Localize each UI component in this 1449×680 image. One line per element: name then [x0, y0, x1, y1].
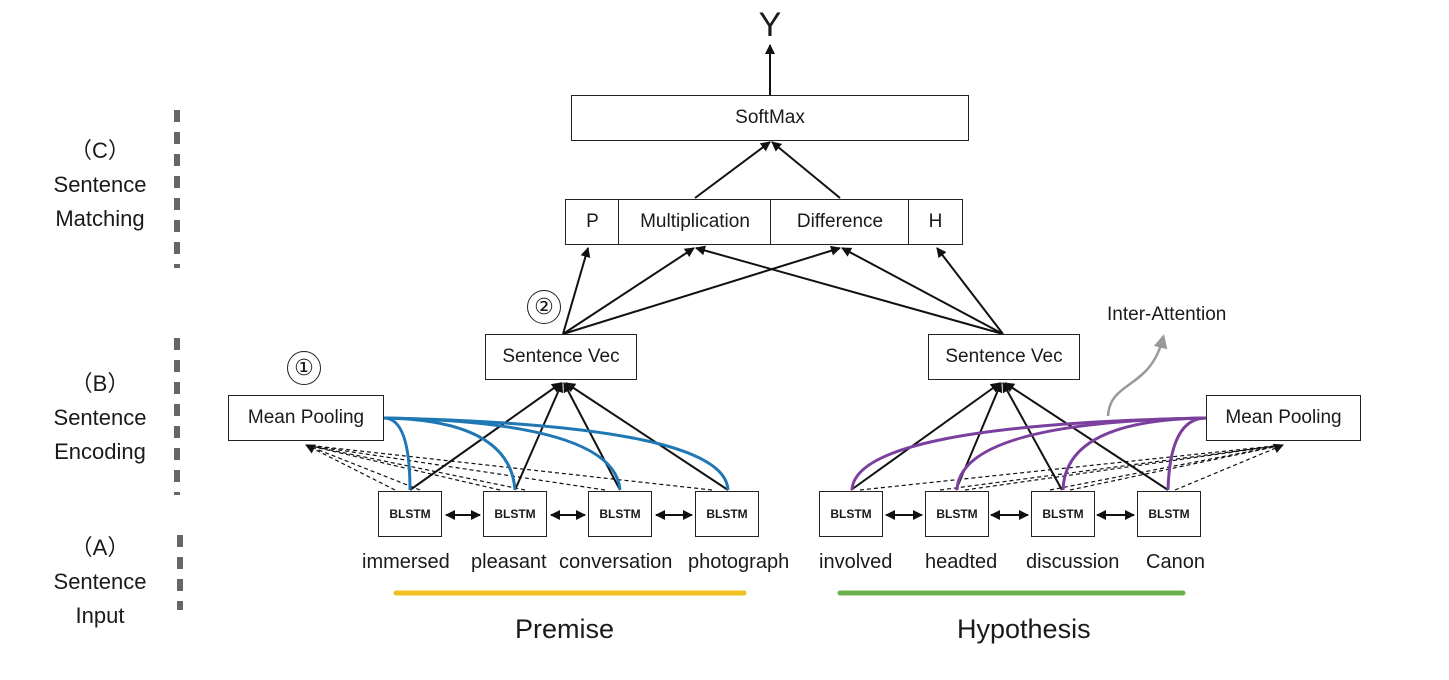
premise-blstm-2: BLSTM	[483, 491, 547, 537]
inter-attention-arrow	[1106, 334, 1168, 417]
output-y: Y	[758, 6, 782, 44]
layer-c-letter: （C）	[70, 138, 130, 163]
hypothesis-attention-arcs	[850, 416, 1207, 491]
premise-blstm-3: BLSTM	[588, 491, 652, 537]
hblstm3-to-vec	[1002, 382, 1063, 491]
matching-difference-box: Difference	[770, 199, 910, 245]
pblstm4-to-vec	[565, 382, 729, 491]
layer-a-letter: （A）	[70, 535, 130, 560]
pblstm3-to-vec	[563, 382, 621, 491]
layer-c-line1: Sentence	[53, 172, 147, 197]
layer-b-label: （B） Sentence Encoding	[40, 367, 160, 469]
hypothesis-blstm-4: BLSTM	[1137, 491, 1201, 537]
premise-mean-pooling-box: Mean Pooling	[228, 395, 384, 441]
lvec-to-mult	[562, 247, 695, 335]
premise-blstm-1: BLSTM	[378, 491, 442, 537]
premise-blstm-4: BLSTM	[695, 491, 759, 537]
layer-a-line1: Sentence	[53, 569, 147, 594]
marker-1: ①	[287, 351, 321, 385]
softmax-box: SoftMax	[571, 95, 969, 141]
hypothesis-word-3: discussion	[1026, 551, 1120, 573]
hblstm1-to-vec	[850, 382, 1001, 491]
lvec-to-p	[562, 247, 591, 335]
premise-word-4: photograph	[688, 551, 790, 573]
rvec-to-h	[936, 247, 1004, 335]
hypothesis-blstm-2: BLSTM	[925, 491, 989, 537]
matching-h-box: H	[908, 199, 963, 245]
hypothesis-label: Hypothesis	[957, 614, 1091, 644]
diff-to-softmax	[771, 141, 841, 199]
premise-attention-arcs	[383, 416, 730, 491]
layer-b-line2: Encoding	[54, 439, 146, 464]
hypothesis-word-1: involved	[819, 551, 893, 573]
layer-a-line2: Input	[75, 603, 125, 628]
matching-multiplication-box: Multiplication	[618, 199, 772, 245]
layer-c-line2: Matching	[55, 206, 145, 231]
marker-2: ②	[527, 290, 561, 324]
premise-word-2: pleasant	[471, 551, 547, 573]
premise-label: Premise	[515, 614, 615, 644]
premise-word-1: immersed	[362, 551, 450, 573]
hypothesis-pool-dashed-links	[859, 443, 1284, 491]
p-mult-to-softmax	[694, 141, 771, 199]
hypothesis-sentence-vec-box: Sentence Vec	[928, 334, 1080, 380]
layer-b-line1: Sentence	[53, 405, 147, 430]
premise-sentence-vec-box: Sentence Vec	[485, 334, 637, 380]
layer-c-label: （C） Sentence Matching	[40, 134, 160, 236]
hypothesis-word-4: Canon	[1146, 551, 1205, 573]
matching-p-box: P	[565, 199, 620, 245]
rvec-to-mult	[695, 245, 1004, 335]
lvec-to-diff	[562, 245, 841, 335]
pblstm2-to-vec	[514, 382, 563, 491]
hypothesis-word-2: headted	[925, 551, 998, 573]
rvec-to-diff	[841, 247, 1004, 335]
premise-word-3: conversation	[559, 551, 673, 573]
hypothesis-blstm-1: BLSTM	[819, 491, 883, 537]
hypothesis-blstm-3: BLSTM	[1031, 491, 1095, 537]
inter-attention-label: Inter-Attention	[1107, 304, 1227, 325]
hypothesis-mean-pooling-box: Mean Pooling	[1206, 395, 1361, 441]
pblstm1-to-vec	[409, 382, 562, 491]
layer-a-label: （A） Sentence Input	[40, 531, 160, 633]
layer-b-letter: （B）	[70, 371, 130, 396]
